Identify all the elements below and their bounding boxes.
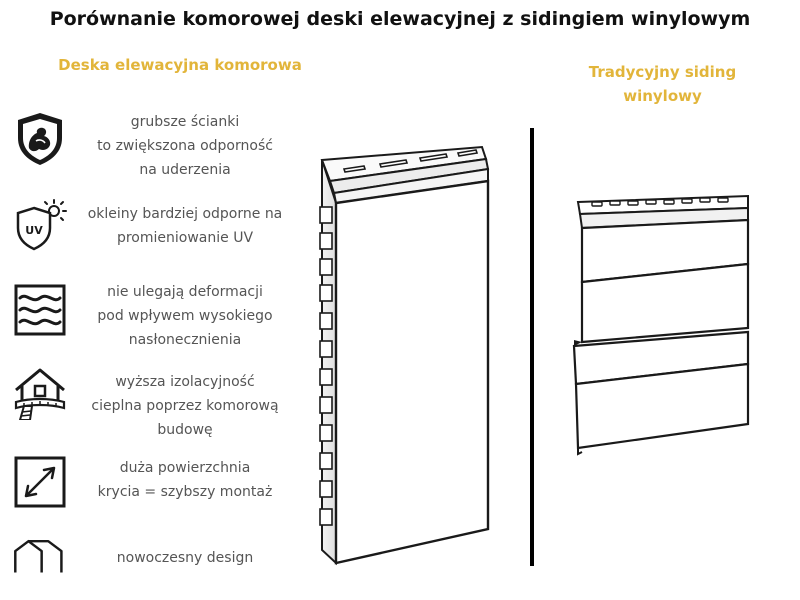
feature-4-line-3: budowę [157, 422, 213, 438]
vinyl-siding-illustration [572, 194, 750, 456]
feature-3-line-1: nie ulegają deformacji [107, 284, 263, 300]
feature-modern-design: nowoczesny design [0, 534, 320, 584]
modern-house-icon [14, 539, 63, 573]
diagonal-arrow-icon [14, 456, 66, 508]
heading-vinyl-siding: Tradycyjny siding winylowy [555, 60, 770, 108]
uv-shield-sun-icon: UV [16, 199, 67, 251]
feature-1-line-1: grubsze ścianki [130, 114, 240, 130]
feature-4-line-2: cieplna poprzez komorową [91, 398, 279, 414]
feature-3-line-2: pod wpływem wysokiego [97, 308, 273, 324]
house-scarf-icon [14, 368, 66, 420]
shield-muscle-icon [18, 113, 62, 165]
heading-vinyl-siding-line1: Tradycyjny siding [588, 63, 737, 81]
page-title: Porównanie komorowej deski elewacyjnej z… [49, 8, 751, 30]
feature-thermal-insulation: wyższa izolacyjność cieplna poprzez komo… [0, 368, 320, 444]
feature-impact-resistance: grubsze ścianki to zwiększona odporność … [0, 110, 320, 190]
feature-5-line-1: duża powierzchnia [119, 460, 251, 476]
feature-uv-resistance: UV okleiny bardziej odporne na promienio… [0, 198, 320, 258]
chamber-board-illustration [319, 145, 490, 566]
feature-coverage-area: duża powierzchnia krycia = szybszy monta… [0, 454, 320, 514]
heading-vinyl-siding-line2: winylowy [623, 87, 702, 105]
feature-no-deformation: nie ulegają deformacji pod wpływem wysok… [0, 280, 320, 356]
feature-2-line-2: promieniowanie UV [116, 230, 254, 246]
heat-waves-icon [14, 284, 66, 336]
feature-6-line-1: nowoczesny design [116, 550, 254, 566]
feature-2-line-1: okleiny bardziej odporne na [87, 206, 283, 222]
feature-5-line-2: krycia = szybszy montaż [97, 484, 273, 500]
heading-chamber-board: Deska elewacyjna komorowa [58, 56, 302, 74]
feature-3-line-3: nasłonecznienia [128, 332, 242, 348]
column-divider [530, 128, 534, 566]
feature-1-line-2: to zwiększona odporność [97, 138, 273, 154]
svg-text:UV: UV [25, 224, 43, 237]
feature-4-line-1: wyższa izolacyjność [115, 374, 255, 390]
feature-1-line-3: na uderzenia [139, 162, 231, 178]
